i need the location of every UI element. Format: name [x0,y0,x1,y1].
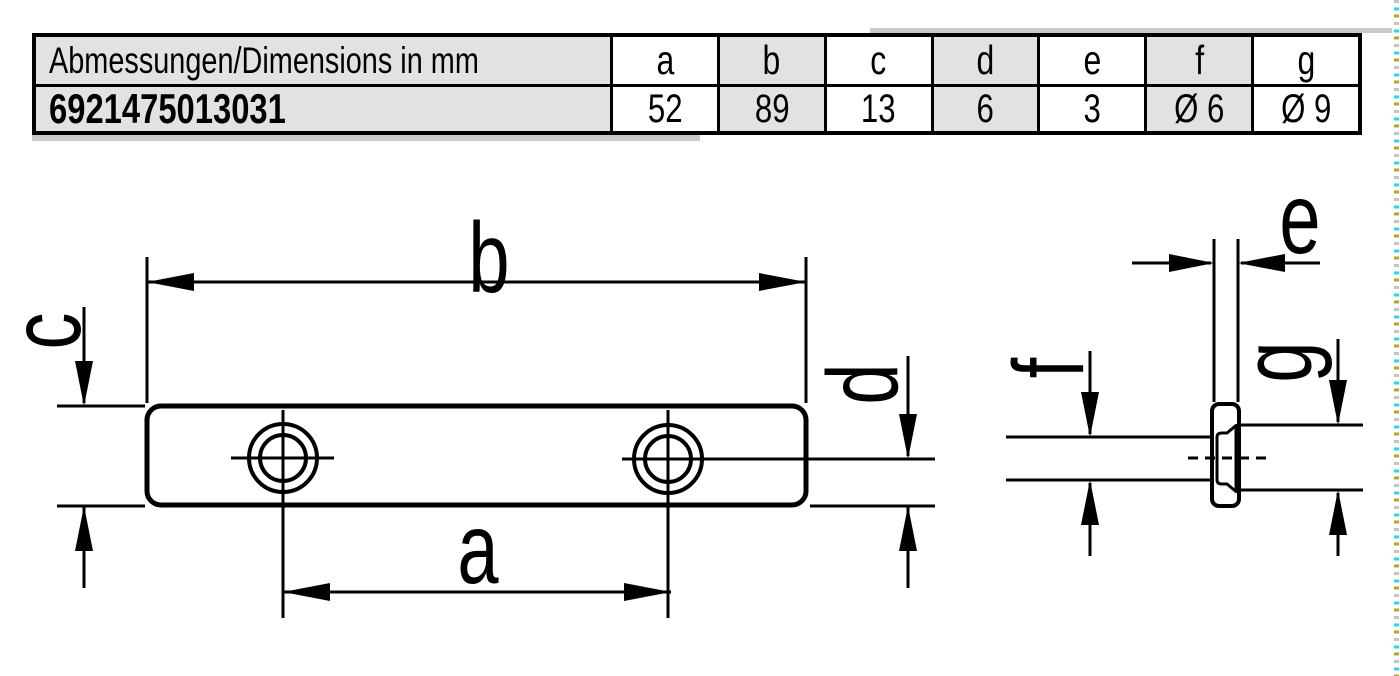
arrow-left-icon [283,583,330,601]
hole-right [622,410,935,618]
dimension-a: a [283,492,671,605]
arrow-down-icon [1329,380,1347,425]
dimensions-table: Abmessungen/Dimensions in mm a b c d e f… [32,33,1362,135]
column-header-a: a [613,37,717,84]
table-header-title: Abmessungen/Dimensions in mm [49,40,479,81]
dimension-c: c [0,307,145,588]
dimension-f: f [992,351,1211,556]
arrow-right-icon [624,583,671,601]
value-a: 52 [613,87,717,131]
part-number: 6921475013031 [49,87,286,131]
dim-label-c: c [0,312,102,349]
dimension-b: b [145,201,808,403]
front-view: b c [0,201,935,618]
value-d: 6 [933,87,1038,131]
column-header-e: e [1040,37,1145,84]
scan-shadow-bottom [32,135,700,141]
print-registration-strip [1394,0,1399,676]
dimension-d: d [806,356,935,588]
dimension-e: e [1132,162,1321,402]
part-number-cell: 6921475013031 [36,87,610,131]
dim-label-b: b [468,201,509,314]
arrow-right-icon [759,273,806,291]
arrow-down-icon [899,414,917,459]
value-f: Ø 6 [1147,87,1252,131]
section-body [1188,402,1267,508]
arrow-right-icon [1169,254,1214,272]
arrow-down-icon [1081,392,1099,437]
dim-label-f: f [992,357,1105,378]
column-header-d: d [933,37,1038,84]
dimension-g: g [1220,339,1363,556]
arrow-left-icon [1238,254,1285,272]
arrow-left-icon [147,273,194,291]
value-e: 3 [1040,87,1145,131]
side-view: e f g [992,162,1363,556]
table-header-title-cell: Abmessungen/Dimensions in mm [36,37,610,84]
scan-shadow-top [870,28,1392,33]
dim-label-a: a [457,492,498,605]
column-header-g: g [1254,37,1358,84]
column-header-b: b [719,37,824,84]
arrow-down-icon [75,361,93,406]
dim-label-e: e [1279,162,1320,275]
hole-left [231,410,334,618]
column-header-f: f [1147,37,1252,84]
value-b: 89 [719,87,824,131]
value-g: Ø 9 [1254,87,1358,131]
plate-outline [144,403,809,508]
dim-label-g: g [1220,341,1333,382]
value-c: 13 [826,87,931,131]
column-header-c: c [826,37,931,84]
section-outline [1210,402,1241,508]
dim-label-d: d [806,363,919,404]
